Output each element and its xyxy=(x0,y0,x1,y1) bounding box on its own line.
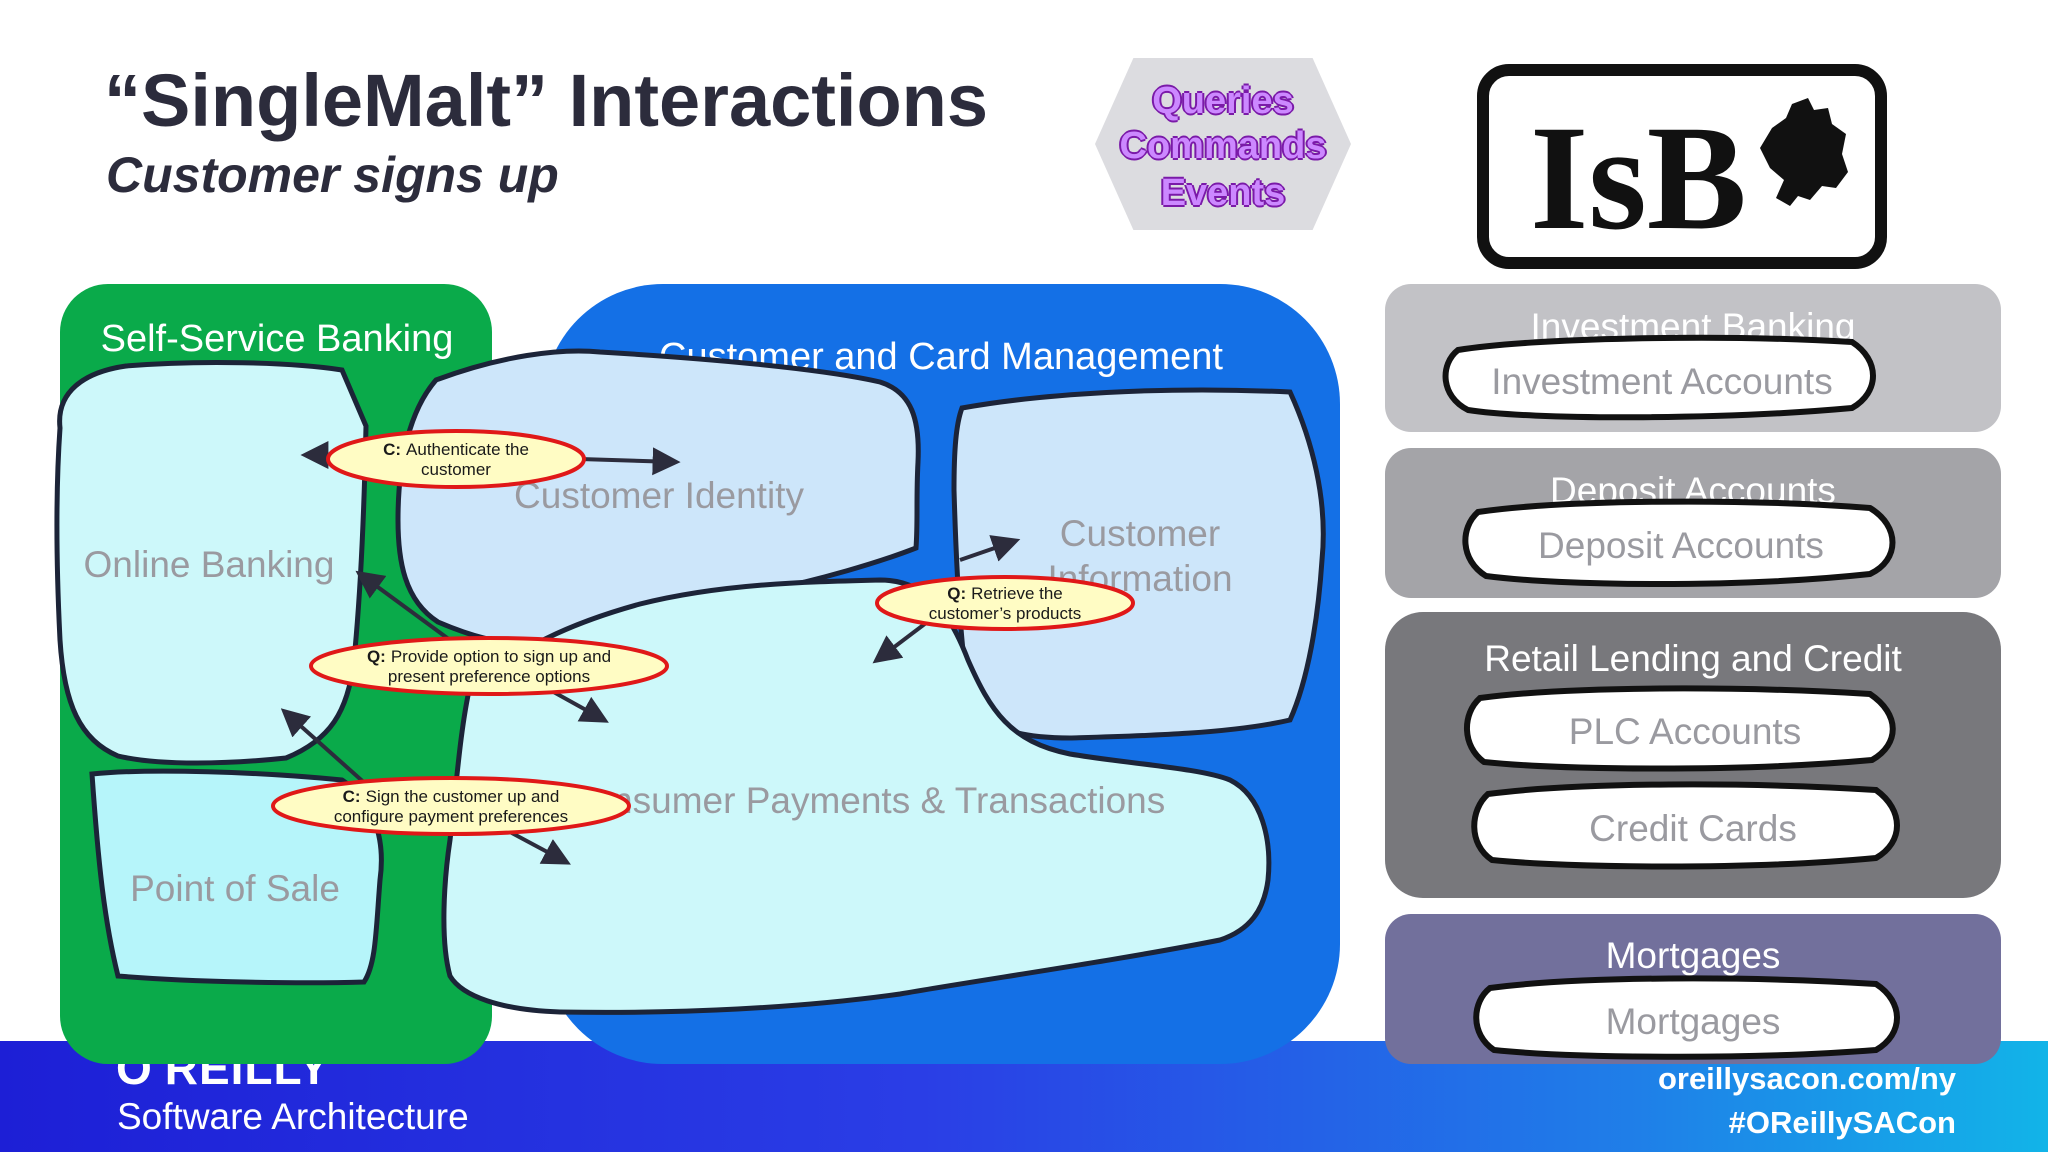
consumer-payments-blob xyxy=(441,577,1272,1015)
deposit-accounts-blob xyxy=(1462,498,1896,587)
customer-identity-label: Customer Identity xyxy=(514,475,804,516)
point-of-sale-label: Point of Sale xyxy=(130,868,340,909)
mortgages-domain: Mortgages Mortgages xyxy=(1385,914,2001,1064)
interaction-authenticate: C:Authenticate the customer xyxy=(326,429,586,489)
mortgages-label: Mortgages xyxy=(1606,1001,1781,1042)
plc-accounts-label: PLC Accounts xyxy=(1569,711,1801,752)
customer-information-blob xyxy=(951,387,1326,741)
arrow-provide-option-up xyxy=(355,570,452,642)
mortgages-blob xyxy=(1473,975,1900,1060)
retail-lending-credit-domain: Retail Lending and Credit PLC Accounts C… xyxy=(1385,612,2001,898)
customer-identity-blob xyxy=(395,348,921,647)
retail-lending-credit-title: Retail Lending and Credit xyxy=(1484,638,1902,679)
svg-text:configure payment preferences: configure payment preferences xyxy=(334,807,568,826)
credit-cards-blob xyxy=(1471,781,1900,870)
arrow-retrieve-down xyxy=(872,618,932,664)
legend-commands: Commands xyxy=(1119,125,1327,167)
deposit-accounts-label: Deposit Accounts xyxy=(1538,525,1824,566)
slide-title: “SingleMalt” Interactions xyxy=(104,59,989,142)
arrow-authenticate-right xyxy=(579,447,681,476)
conference-url[interactable]: oreillysacon.com/ny xyxy=(1657,1061,1956,1096)
investment-accounts-label: Investment Accounts xyxy=(1491,361,1832,402)
online-banking-blob xyxy=(54,360,369,766)
interaction-sign-up: C:Sign the customer up and configure pay… xyxy=(271,776,631,836)
slide-subtitle: Customer signs up xyxy=(106,147,559,203)
credit-cards-label: Credit Cards xyxy=(1589,808,1797,849)
svg-text:C:Sign the customer up and: C:Sign the customer up and xyxy=(343,787,560,806)
svg-text:customer: customer xyxy=(421,460,491,479)
isb-logo-text: IsB xyxy=(1530,95,1747,261)
customer-information-label-line1: Customer xyxy=(1060,513,1220,554)
arrow-sign-up-up xyxy=(280,708,370,788)
investment-banking-domain: Investment Banking Investment Accounts xyxy=(1385,284,2001,432)
online-banking-label: Online Banking xyxy=(84,544,335,585)
svg-text:present preference options: present preference options xyxy=(388,667,590,686)
arrow-provide-option-down xyxy=(549,688,609,723)
brand-subtitle: Software Architecture xyxy=(117,1096,469,1137)
deposit-accounts-domain: Deposit Accounts Deposit Accounts xyxy=(1385,448,2001,598)
legend-hexagon xyxy=(1095,58,1351,230)
legend-events: Events xyxy=(1160,172,1286,214)
interaction-retrieve-products: Q:Retrieve the customer’s products xyxy=(875,575,1135,631)
legend-queries: Queries xyxy=(1152,80,1294,122)
isb-logo: IsB xyxy=(1477,64,1887,269)
interaction-provide-option: Q:Provide option to sign up and present … xyxy=(309,636,669,696)
svg-text:Q:Provide option to sign up an: Q:Provide option to sign up and xyxy=(367,647,611,666)
mortgages-title: Mortgages xyxy=(1606,935,1781,976)
svg-text:Q:Retrieve the: Q:Retrieve the xyxy=(947,584,1063,603)
island-icon xyxy=(1760,98,1848,206)
plc-accounts-blob xyxy=(1464,685,1896,772)
self-service-banking-title: Self-Service Banking xyxy=(101,318,454,360)
consumer-payments-label: Consumer Payments & Transactions xyxy=(565,780,1165,821)
conference-hashtag: #OReillySACon xyxy=(1728,1105,1956,1140)
investment-accounts-blob xyxy=(1442,334,1876,421)
arrow-sign-up-down xyxy=(509,830,571,865)
svg-text:C:Authenticate the: C:Authenticate the xyxy=(383,440,529,459)
svg-text:customer’s products: customer’s products xyxy=(929,604,1081,623)
arrow-retrieve-up xyxy=(959,535,1021,562)
